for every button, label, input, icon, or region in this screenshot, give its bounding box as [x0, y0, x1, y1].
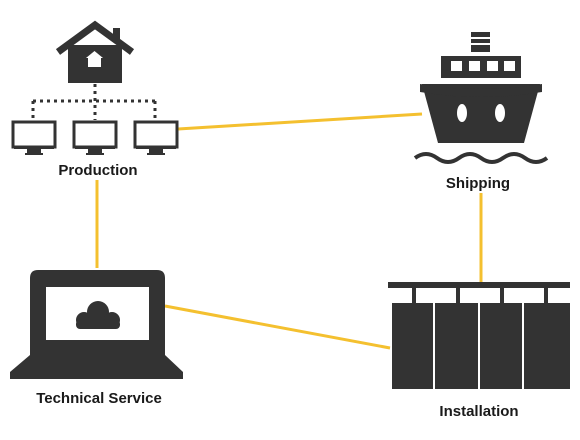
technical-service-node: Technical Service [10, 270, 183, 407]
cloud-icon [76, 301, 120, 329]
technical-service-label: Technical Service [36, 390, 162, 407]
shipping-label: Shipping [446, 175, 510, 192]
installation-label: Installation [439, 403, 518, 420]
installation-node: Installation [388, 282, 570, 420]
house-icon [55, 20, 135, 83]
production-node: Production [11, 20, 179, 179]
production-label: Production [58, 162, 137, 179]
connectors [95, 112, 483, 350]
network-lines-icon [31, 84, 157, 120]
computer-icon-center [72, 120, 118, 155]
shipping-node: Shipping [413, 32, 549, 192]
laptop-cloud-icon [10, 270, 183, 379]
computer-icon-right [133, 120, 179, 155]
computer-icon-left [11, 120, 57, 155]
server-rack-icon [388, 282, 570, 389]
connector-production-shipping [177, 112, 423, 131]
connector-technical-service-installation [164, 304, 391, 350]
cargo-ship-icon [413, 32, 549, 164]
